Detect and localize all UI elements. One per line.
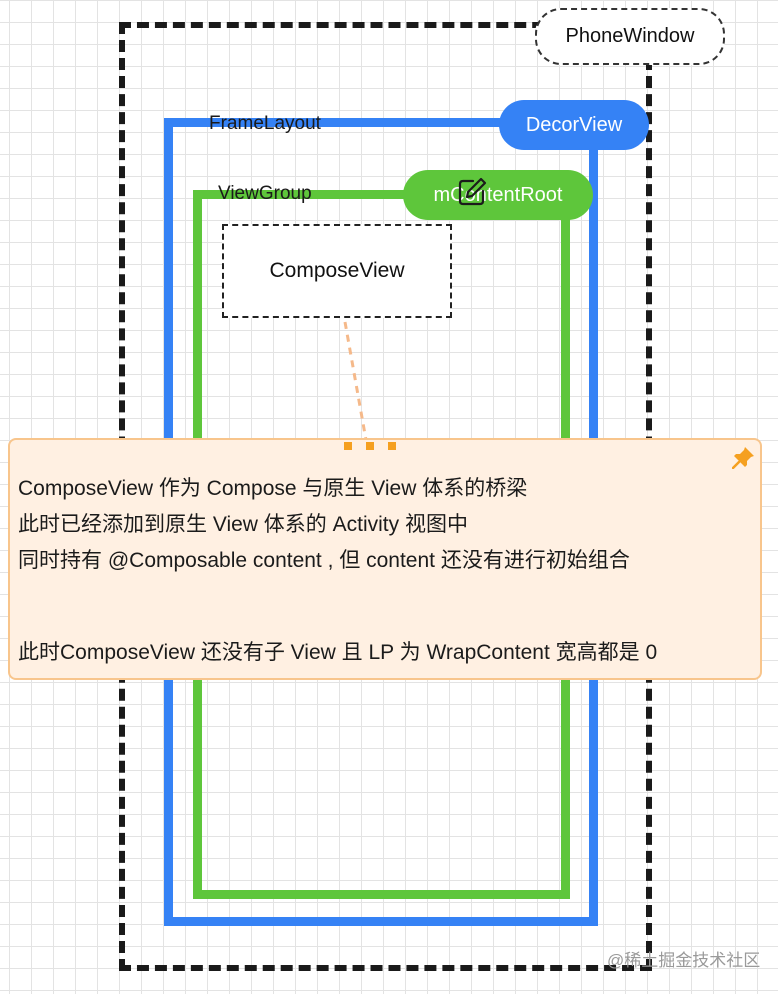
decor-view-badge: DecorView [499,100,649,150]
phone-window-badge: PhoneWindow [535,8,725,65]
compose-view-label: ComposeView [269,259,405,282]
pin-icon[interactable] [732,445,756,469]
note-drag-handle[interactable] [344,442,398,450]
note-line: 此时ComposeView 还没有子 View 且 LP 为 WrapConte… [18,641,658,664]
note-line: 此时已经添加到原生 View 体系的 Activity 视图中 [18,513,468,536]
frame-layout-label: FrameLayout [209,113,321,134]
sticky-note[interactable] [8,438,762,680]
compose-view-box[interactable]: ComposeView [222,224,452,318]
view-group-label: ViewGroup [218,183,312,204]
watermark: @稀土掘金技术社区 [607,951,761,970]
content-root-badge: mContentRoot [403,170,593,220]
edit-icon[interactable] [456,176,488,208]
note-line: ComposeView 作为 Compose 与原生 View 体系的桥梁 [18,477,528,500]
note-line: 同时持有 @Composable content , 但 content 还没有… [18,549,630,572]
